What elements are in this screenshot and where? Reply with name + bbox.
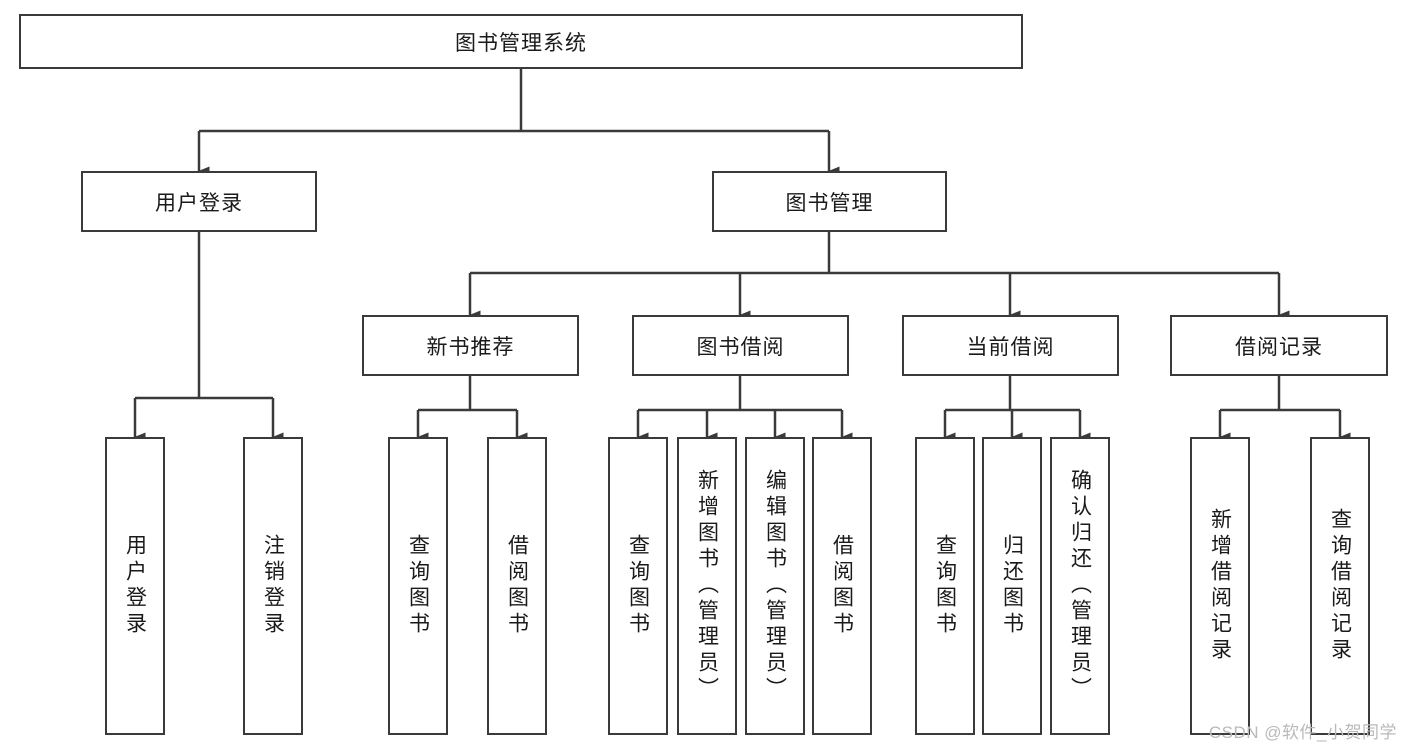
node-book-borrow[interactable]: 图书借阅 xyxy=(632,315,849,376)
node-label: 借阅图书 xyxy=(830,534,854,638)
node-label: 图书管理系统 xyxy=(455,31,587,55)
node-current-borrow[interactable]: 当前借阅 xyxy=(902,315,1119,376)
node-label: 当前借阅 xyxy=(966,335,1055,359)
node-label: 注销登录 xyxy=(261,534,285,638)
node-label: 新书推荐 xyxy=(426,335,515,359)
node-label: 查询图书 xyxy=(626,534,650,638)
node-leaf-query-book-borrow[interactable]: 查询图书 xyxy=(608,437,668,735)
node-leaf-query-borrow-record[interactable]: 查询借阅记录 xyxy=(1310,437,1370,735)
node-label: 查询图书 xyxy=(406,534,430,638)
node-label: 新增借阅记录 xyxy=(1208,508,1232,664)
node-leaf-add-book-admin[interactable]: 新增图书（管理员） xyxy=(677,437,737,735)
node-label: 编辑图书（管理员） xyxy=(763,469,787,703)
node-borrow-record[interactable]: 借阅记录 xyxy=(1170,315,1388,376)
node-label: 借阅图书 xyxy=(505,534,529,638)
node-leaf-query-book-current[interactable]: 查询图书 xyxy=(915,437,975,735)
node-leaf-confirm-return-admin[interactable]: 确认归还（管理员） xyxy=(1050,437,1110,735)
node-label: 用户登录 xyxy=(155,191,243,215)
node-leaf-edit-book-admin[interactable]: 编辑图书（管理员） xyxy=(745,437,805,735)
node-leaf-return-book[interactable]: 归还图书 xyxy=(982,437,1042,735)
node-user-login[interactable]: 用户登录 xyxy=(81,171,317,232)
node-label: 用户登录 xyxy=(123,534,147,638)
node-label: 归还图书 xyxy=(1000,534,1024,638)
node-label: 查询借阅记录 xyxy=(1328,508,1352,664)
node-leaf-query-book-rec[interactable]: 查询图书 xyxy=(388,437,448,735)
node-label: 查询图书 xyxy=(933,534,957,638)
node-label: 借阅记录 xyxy=(1235,335,1323,359)
node-leaf-user-login[interactable]: 用户登录 xyxy=(105,437,165,735)
node-leaf-add-borrow-record[interactable]: 新增借阅记录 xyxy=(1190,437,1250,735)
node-new-book-recommend[interactable]: 新书推荐 xyxy=(362,315,579,376)
node-book-manage[interactable]: 图书管理 xyxy=(712,171,947,232)
node-leaf-borrow-book[interactable]: 借阅图书 xyxy=(812,437,872,735)
node-label: 确认归还（管理员） xyxy=(1068,469,1092,703)
node-label: 图书管理 xyxy=(785,191,874,215)
node-label: 图书借阅 xyxy=(696,335,785,359)
node-root[interactable]: 图书管理系统 xyxy=(19,14,1023,69)
watermark-text: CSDN @软件_小贺同学 xyxy=(1208,723,1397,742)
node-leaf-logout[interactable]: 注销登录 xyxy=(243,437,303,735)
node-label: 新增图书（管理员） xyxy=(695,469,719,703)
node-leaf-borrow-book-rec[interactable]: 借阅图书 xyxy=(487,437,547,735)
